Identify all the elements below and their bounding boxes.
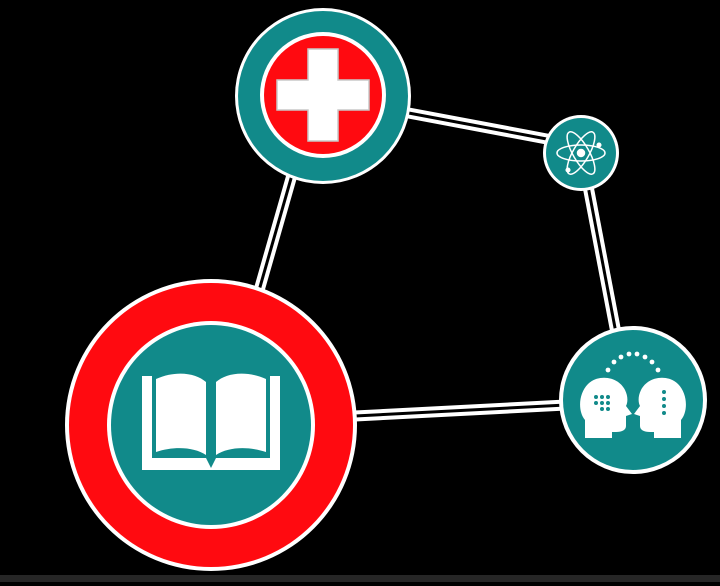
- footer-strip: [0, 575, 720, 582]
- edge-health-science: [396, 105, 554, 146]
- dotted-arc: [605, 351, 661, 373]
- thought-dots: [594, 390, 666, 415]
- open-book-icon: [142, 373, 280, 470]
- medical-cross-icon: [276, 48, 370, 142]
- node-health: [235, 8, 411, 184]
- edge-science-communication: [582, 184, 622, 335]
- node-communication: [559, 326, 707, 474]
- node-education: [65, 279, 357, 571]
- two-heads-exchange-icon: [580, 351, 686, 438]
- edge-health-education: [252, 166, 300, 296]
- node-science: [543, 115, 619, 191]
- edge-education-communication: [354, 399, 567, 422]
- atom-icon: [556, 131, 606, 175]
